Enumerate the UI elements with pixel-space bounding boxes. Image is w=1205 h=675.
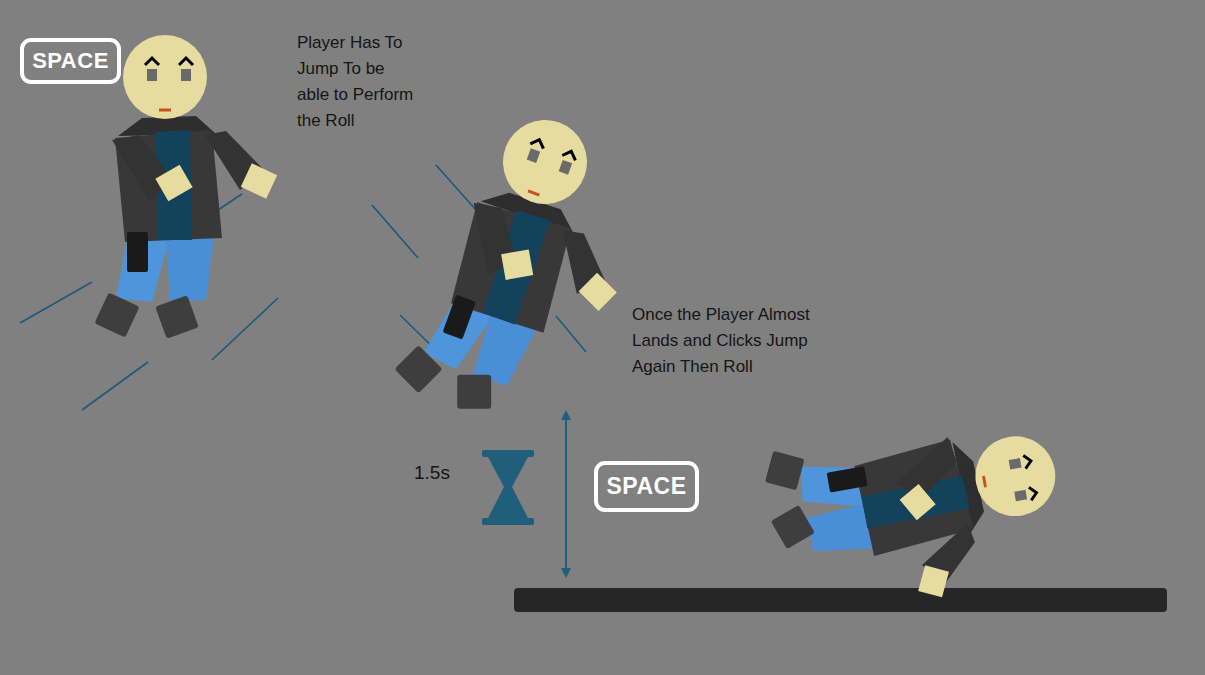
rolling-player (759, 403, 1073, 624)
key-label: SPACE (32, 48, 109, 74)
hourglass-icon (482, 450, 534, 457)
key-icon: SPACE (594, 461, 699, 512)
speed-lines (556, 316, 586, 352)
height-arrow (561, 410, 571, 578)
hourglass-icon (482, 518, 534, 525)
falling-player (389, 98, 665, 446)
speed-lines (82, 362, 148, 410)
note-text: Once the Player Almost Lands and Clicks … (632, 302, 837, 380)
time-label: 1.5s (414, 460, 450, 486)
ground (514, 588, 1167, 612)
speed-lines (212, 298, 278, 360)
height-arrow (561, 568, 571, 578)
height-arrow (565, 416, 567, 572)
hourglass-icon (488, 457, 528, 518)
note-text: Player Has To Jump To be able to Perform… (297, 30, 415, 134)
height-arrow (561, 410, 571, 420)
key-icon: SPACE (20, 38, 121, 84)
speed-lines (372, 205, 418, 258)
key-label: SPACE (606, 473, 686, 500)
hourglass-icon (482, 450, 534, 525)
jumping-player (94, 35, 277, 339)
speed-lines (20, 282, 92, 323)
